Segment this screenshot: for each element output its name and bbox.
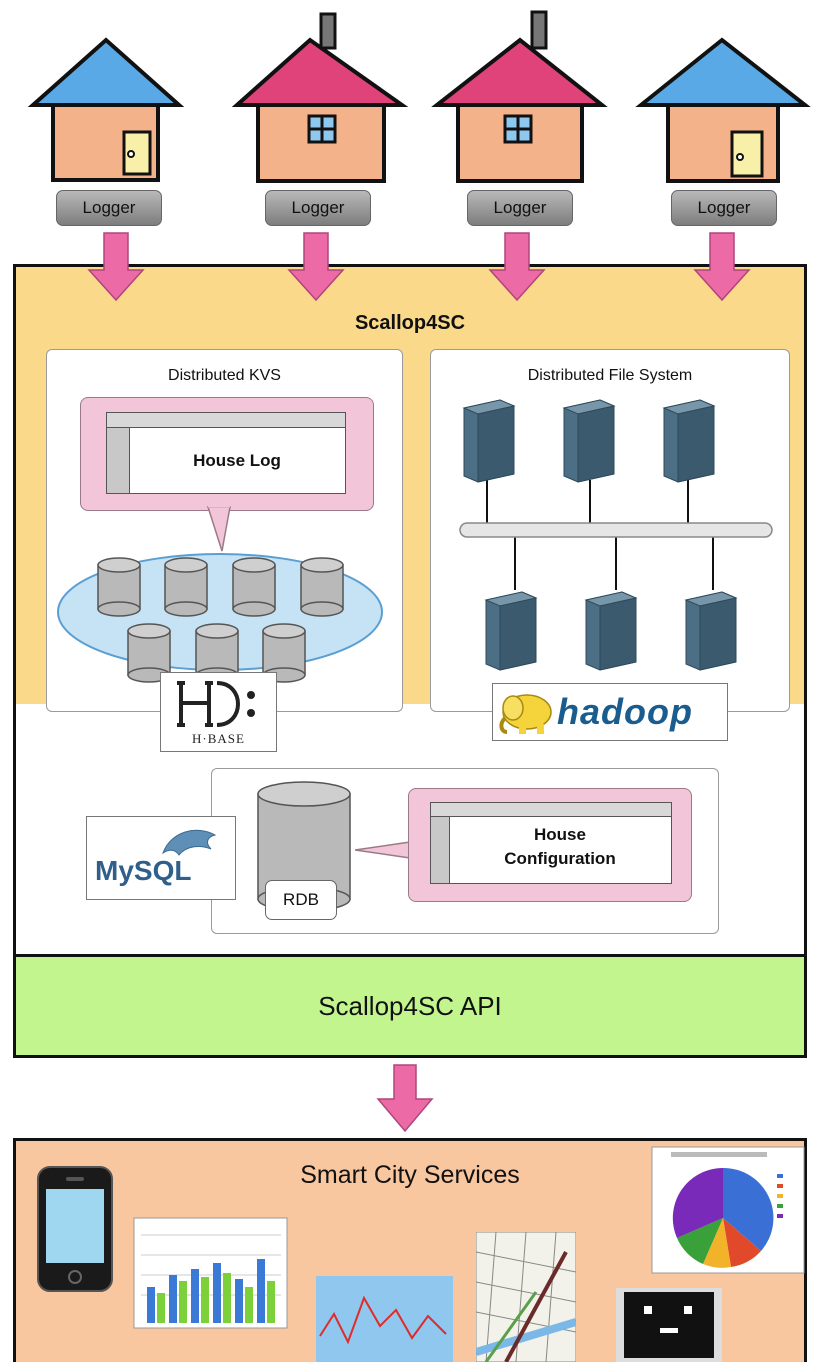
down-arrow-icon [287,232,345,302]
logger-3-label: Logger [493,198,547,217]
house-log-table: House Log [106,412,346,494]
api-arrow [376,1064,434,1133]
kvs-title: Distributed KVS [168,367,281,384]
pie-chart-thumbnail-icon [651,1146,805,1274]
server-icon [562,399,616,483]
database-icon [300,557,344,617]
elephant-icon [499,694,552,734]
house-2-icon [231,12,409,183]
server-icon [584,591,638,671]
dfs-title: Distributed File System [527,367,693,384]
server-icon [662,399,716,483]
logger-arrows [87,232,751,302]
logger-1-label: Logger [82,198,136,217]
line-chart-thumbnail-icon [316,1276,453,1362]
mysql-logo-text: MySQL [95,855,192,886]
api-bar: Scallop4SC API [13,954,807,1058]
smartphone-icon [37,1166,113,1292]
services-title: Smart City Services [300,1161,520,1189]
hbase-logo-text: H·BASE [192,731,245,746]
database-icon [97,557,141,617]
database-icon [164,557,208,617]
houses-row [27,10,811,183]
kvs-cluster [57,553,383,683]
house-log-label: House Log [193,451,281,470]
logger-2-label: Logger [291,198,345,217]
hadoop-logo: hadoop [492,683,728,741]
down-arrow-icon [376,1064,434,1133]
down-arrow-icon [87,232,145,302]
dfs-cluster [459,399,773,671]
mysql-logo: MySQL [86,816,236,900]
api-label: Scallop4SC API [318,990,502,1021]
hbase-logo: H·BASE [160,672,277,752]
down-arrow-icon [488,232,546,302]
logger-1-badge: Logger [56,190,162,226]
network-bus [459,522,773,538]
bubble-pointer [206,505,231,552]
logger-4-label: Logger [697,198,751,217]
logger-2-badge: Logger [265,190,371,226]
bar-chart-thumbnail-icon [133,1217,288,1329]
dolphin-icon [162,829,217,856]
house-config-table: House Configuration [430,802,672,884]
city-map-icon [476,1232,576,1362]
server-icon [462,399,516,483]
logger-3-badge: Logger [467,190,573,226]
house-3-icon [431,10,608,183]
database-icon [127,623,171,683]
platform-title: Scallop4SC [354,312,466,334]
house-1-icon [27,37,185,182]
server-icon [484,591,538,671]
rdb-label: RDB [265,880,337,920]
display-robot-icon [616,1288,722,1362]
house-config-label-line2: Configuration [504,849,616,868]
database-icon [232,557,276,617]
house-4-icon [635,37,811,183]
logger-4-badge: Logger [671,190,777,226]
hbase-logo-icon [177,681,255,727]
down-arrow-icon [693,232,751,302]
house-config-label-line1: House [534,825,586,844]
hadoop-logo-text: hadoop [557,691,693,732]
server-icon [684,591,738,671]
